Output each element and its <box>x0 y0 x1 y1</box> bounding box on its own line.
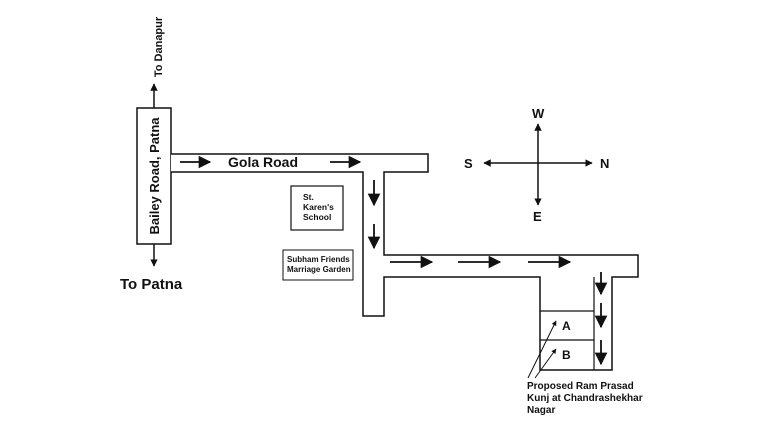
school-label-1: St. <box>303 192 314 202</box>
proposed-label-3: Nagar <box>527 405 555 416</box>
proposed-label-2: Kunj at Chandrashekhar <box>527 393 643 404</box>
compass-rose: W E S N <box>464 106 609 224</box>
gola-road-label: Gola Road <box>228 154 298 170</box>
school-label-3: School <box>303 212 331 222</box>
plot-a-label: A <box>562 319 571 333</box>
bailey-road-box <box>136 107 172 245</box>
to-danapur-label: To Danapur <box>153 16 165 77</box>
school-box <box>290 185 344 231</box>
garden-box <box>282 249 354 281</box>
pointer-to-a <box>527 320 557 379</box>
compass-east: E <box>533 209 542 224</box>
pointer-to-b <box>534 348 557 379</box>
compass-north: N <box>600 156 609 171</box>
bailey-road-label: Bailey Road, Patna <box>147 117 162 235</box>
compass-west: W <box>532 106 545 121</box>
school-label-2: Karen's <box>303 202 334 212</box>
proposed-label-1: Proposed Ram Prasad <box>527 381 634 392</box>
to-patna-label: To Patna <box>120 276 183 293</box>
plot-b-label: B <box>562 348 571 362</box>
garden-label-2: Marriage Garden <box>287 265 351 274</box>
compass-south: S <box>464 156 473 171</box>
garden-label-1: Subham Friends <box>287 255 350 264</box>
